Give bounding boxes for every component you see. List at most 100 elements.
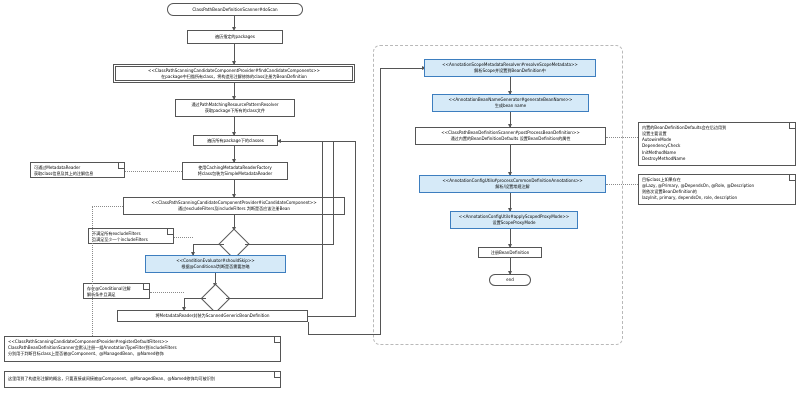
- arrow-down: [182, 307, 186, 311]
- note-fold-corner: [274, 372, 280, 378]
- edge-proxy-to-register: [510, 229, 511, 247]
- node-metadata-reader-factory-line1: 使用CachingMetadataReaderFactory: [198, 165, 272, 171]
- arrow-down: [232, 159, 236, 163]
- note-link-default-filters-v: [92, 206, 93, 336]
- arrow-down: [508, 271, 512, 275]
- node-resolve-scope-metadata-line2: 解析Scope并设置到BeanDefinition中: [474, 68, 546, 73]
- note-link-filters: [174, 237, 193, 238]
- arrow-down: [232, 27, 236, 31]
- arrow-down: [232, 61, 236, 65]
- arrow-left: [277, 138, 281, 143]
- note-link-metadata-reader: [125, 171, 182, 172]
- note-ca-line1: 目标class上如果存在: [642, 177, 681, 182]
- edge-wrap-down: [308, 322, 309, 334]
- note-filters-condition-line2: 且满足至少一个includeFilters: [92, 237, 148, 243]
- decision-filters[interactable]: [218, 228, 250, 260]
- node-apply-scoped-proxy-mode-line1: <<AnnotationConfigUtils#applyScopedProxy…: [458, 214, 570, 220]
- node-iterate-packages-label: 遍历指定的packages: [215, 34, 255, 40]
- note-bdd-line3: AutowireMode: [642, 137, 672, 143]
- note-conditional-line1: 存在@Conditional注解: [87, 286, 131, 291]
- note-common-annotations: 目标class上如果存在 @Lazy, @Primary, @DependsOn…: [638, 174, 796, 205]
- note-bdd-line5: InitMethodName: [642, 149, 676, 155]
- node-apply-scoped-proxy-mode[interactable]: <<AnnotationConfigUtils#applyScopedProxy…: [450, 211, 578, 229]
- note-conditional-line2: 解析条件且满足: [87, 292, 116, 298]
- note-fold-corner: [118, 163, 124, 169]
- node-wrap-bean-definition-label: 将MetadataReader封装为ScannedGenericBeanDefi…: [155, 313, 270, 319]
- note-filters-condition: 不满足所有excludeFilters 且满足至少一个includeFilter…: [88, 228, 174, 244]
- node-process-common-annotations-line1: <<AnnotationConfigUtils#processCommonDef…: [442, 178, 583, 184]
- note-rdf-line3: 分别用于判断目标class上是否被@Component、@ManagedBean…: [8, 351, 164, 357]
- arrow-down: [508, 208, 512, 212]
- edge-decision-left: [193, 244, 224, 245]
- note-register-default-filters: <<ClassPathScanningCandidateComponentPro…: [4, 336, 281, 362]
- node-is-candidate-component[interactable]: <<ClassPathScanningCandidateComponentPro…: [123, 197, 345, 215]
- node-start[interactable]: ClassPathBeanDefinitionScanner#doScan: [167, 3, 303, 16]
- edge-wrap-to-loopback: [308, 316, 356, 317]
- node-process-common-annotations[interactable]: <<AnnotationConfigUtils#processCommonDef…: [419, 175, 606, 193]
- arrow-down: [508, 172, 512, 176]
- node-find-candidate-components-line2: 在package中扫描所有class，将构造形注解修饰的class注册为Bean…: [161, 73, 307, 79]
- note-metadata-reader-line2: 获取class信息及其上的注解信息: [34, 171, 94, 177]
- decision-conditional[interactable]: [200, 283, 231, 314]
- note-metadata-reader: 可通过MetadataReader 获取class信息及其上的注解信息: [30, 162, 125, 178]
- note-ca-line2: @Lazy, @Primary, @DependsOn, @Role, @Des…: [642, 183, 755, 189]
- note-conditional: 存在@Conditional注解 解析条件且满足: [83, 283, 150, 299]
- edge-packages-to-find: [234, 44, 235, 64]
- node-iterate-classes[interactable]: 遍历所有package下的classes: [193, 135, 278, 146]
- edge-decision2-left-down: [184, 298, 185, 310]
- node-iterate-packages[interactable]: 遍历指定的packages: [187, 30, 283, 44]
- node-process-common-annotations-line2: 解析/设置常规注解: [495, 184, 530, 189]
- note-rdf-line2: ClassPathBeanDefinitionScanner会默认注册一组Ann…: [8, 345, 177, 351]
- note-fold-corner: [274, 337, 280, 343]
- edge-skip-to-decision2: [215, 273, 216, 286]
- node-post-process-bean-definition-line1: <<ClassPathBeanDefinitionScanner#postPro…: [441, 130, 580, 136]
- node-apply-scoped-proxy-mode-line2: 设置ScopeProxyMode: [492, 220, 536, 225]
- node-resolve-scope-metadata[interactable]: <<AnnotationScopeMetadataResolver#resolv…: [424, 59, 596, 77]
- arrow-down: [508, 244, 512, 248]
- note-link-common-annotations: [606, 184, 638, 185]
- edge-decision1-loopback-v: [333, 141, 334, 244]
- node-metadata-reader-factory[interactable]: 使用CachingMetadataReaderFactory 将class包装为…: [182, 162, 288, 180]
- node-should-skip-line2: 根据@Conditional判断是否需要忽略: [181, 264, 250, 269]
- edge-scope-to-name: [510, 77, 511, 94]
- node-find-candidate-components[interactable]: <<ClassPathScanningCandidateComponentPro…: [113, 64, 355, 83]
- note-bdd-line6: DestroyMethodName: [642, 155, 686, 161]
- edge-common-to-proxy: [510, 193, 511, 211]
- edge-start-to-packages: [234, 16, 235, 29]
- node-should-skip[interactable]: <<ConditionEvaluator#shouldSkip>> 根据@Con…: [145, 255, 286, 273]
- edge-find-to-resolver: [234, 83, 235, 99]
- node-wrap-bean-definition[interactable]: 将MetadataReader封装为ScannedGenericBeanDefi…: [117, 310, 308, 322]
- note-fold-corner: [789, 175, 795, 181]
- node-iterate-classes-label: 遍历所有package下的classes: [207, 137, 264, 143]
- edge-wrap-to-pipeline: [308, 334, 381, 335]
- note-rdf-line1: <<ClassPathScanningCandidateComponentPro…: [8, 339, 169, 344]
- note-filters-condition-line1: 不满足所有excludeFilters: [92, 231, 141, 236]
- edge-resolver-to-iterate: [234, 117, 235, 135]
- edge-decision2-left: [184, 298, 206, 299]
- node-is-candidate-component-line1: <<ClassPathScanningCandidateComponentPro…: [151, 200, 317, 206]
- node-resolve-scope-metadata-line1: <<AnnotationScopeMetadataResolver#resolv…: [442, 62, 578, 68]
- node-register-bean-definition[interactable]: 注册BeanDefinition: [478, 247, 542, 258]
- arrow-down: [191, 252, 195, 256]
- note-fold-corner: [167, 229, 173, 235]
- node-end[interactable]: end: [489, 274, 531, 286]
- node-resource-pattern-resolver[interactable]: 通过PathMatchingResourcePatternResolver 获取…: [175, 99, 295, 117]
- node-find-candidate-components-line1: <<ClassPathScanningCandidateComponentPro…: [148, 67, 320, 73]
- node-resource-pattern-resolver-line2: 获取package下所有的class文件: [204, 108, 266, 113]
- edge-factory-to-candidate: [234, 180, 235, 197]
- note-bean-definition-defaults: 内置的BeanDefinitionDefaults会在后边用到 设置主要设置 A…: [638, 122, 796, 166]
- note-metadata-reader-line1: 可通过MetadataReader: [34, 165, 81, 170]
- note-link-default-filters-h: [92, 206, 123, 207]
- note-bdd-line2: 设置主要设置: [642, 131, 667, 137]
- node-register-bean-definition-label: 注册BeanDefinition: [490, 249, 530, 255]
- edge-decision2-right: [226, 298, 323, 299]
- note-ca-line3: 则依次设置BeanDefinition的: [642, 189, 697, 195]
- note-bdd-line1: 内置的BeanDefinitionDefaults会在后边用到: [642, 125, 727, 130]
- note-concept-line1: 这里用到了构造形注解的概念，只要直接或间接被@Component、@Manage…: [8, 376, 215, 382]
- node-is-candidate-component-line2: 通过excludeFilters及includeFilters 判断是否应该注册…: [177, 206, 291, 211]
- note-ca-line4: lazyInit, primary, dependsOn, role, desc…: [642, 195, 738, 201]
- edge-enter-pipeline: [380, 68, 424, 69]
- node-generate-bean-name[interactable]: <<AnnotationBeanNameGenerator#generateBe…: [432, 94, 589, 112]
- node-post-process-bean-definition[interactable]: <<ClassPathBeanDefinitionScanner#postPro…: [415, 127, 606, 145]
